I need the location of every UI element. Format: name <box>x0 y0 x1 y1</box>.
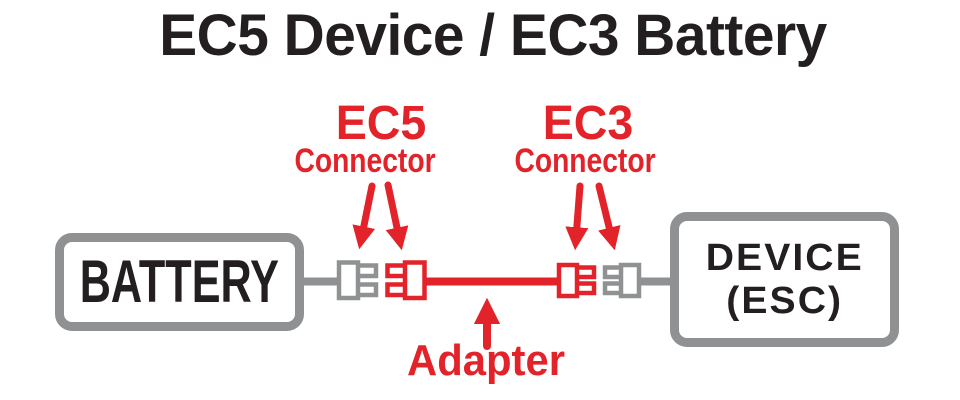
ec5-arrow-b-icon <box>384 181 409 251</box>
ec3-label: EC3 <box>542 97 634 150</box>
ec3-adapter-connector-icon <box>556 262 597 299</box>
ec5-adapter-connector-icon <box>385 260 427 301</box>
page-title: EC5 Device / EC3 Battery <box>159 3 827 68</box>
battery-label: BATTERY <box>79 248 280 315</box>
ec5-label: EC5 <box>335 97 427 150</box>
ec3-arrow-b-icon <box>595 182 621 251</box>
ec5-battery-connector-icon <box>336 260 379 301</box>
adapter-label: Adapter <box>407 336 565 385</box>
ec5-arrow-a-icon <box>352 182 376 250</box>
ec5-connector-label: Connector <box>294 142 436 180</box>
ec3-device-connector-icon <box>602 262 642 299</box>
device-label-line1: DEVICE <box>705 236 864 279</box>
device-label-line2: (ESC) <box>726 279 843 322</box>
device-box: DEVICE (ESC) <box>670 212 899 347</box>
ec3-arrow-a-icon <box>565 182 589 251</box>
ec3-connector-label: Connector <box>514 142 656 180</box>
battery-box: BATTERY <box>55 233 304 331</box>
